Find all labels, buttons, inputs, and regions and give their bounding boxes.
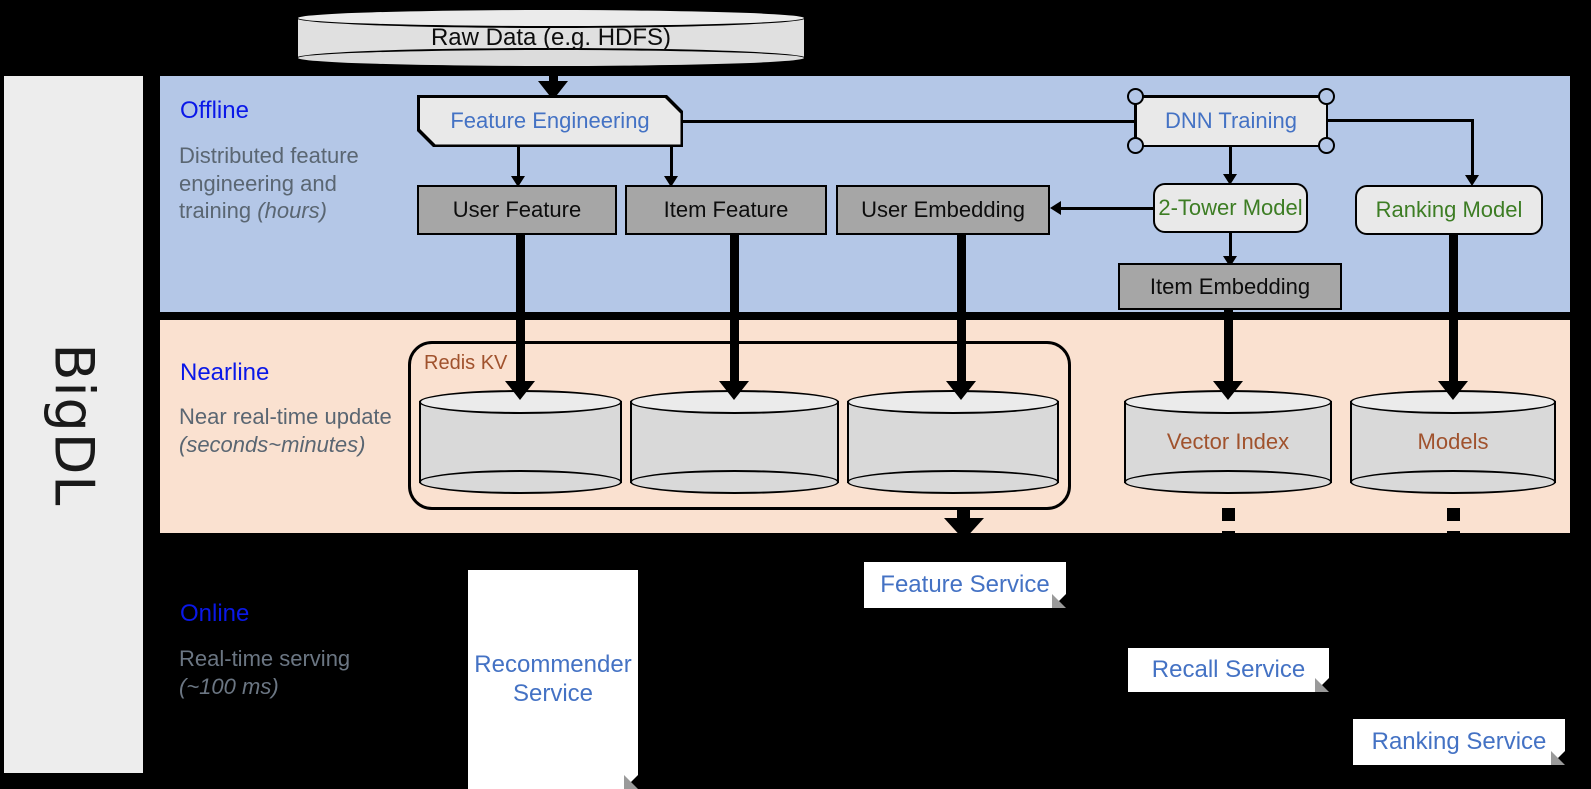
cylinder-bottom <box>630 470 839 494</box>
dash-ranking-service-2 <box>1447 531 1460 544</box>
recommender-service-node[interactable]: Recommender Service <box>468 570 638 789</box>
two-tower-model-label: 2-Tower Model <box>1158 195 1303 220</box>
dnn-training-label: DNN Training <box>1164 108 1298 133</box>
connector-userfeature-redis <box>516 235 525 386</box>
cylinder-bottom <box>1350 470 1556 494</box>
notch-corner-br <box>1318 137 1335 154</box>
redis-cylinder-1 <box>419 390 622 494</box>
dash-recall-service-2 <box>1222 531 1235 544</box>
arrowhead-feature-service <box>944 518 984 540</box>
raw-data-label: Raw Data (e.g. HDFS) <box>430 24 672 51</box>
redis-cylinder-2 <box>630 390 839 494</box>
recommender-service-label: Recommender Service <box>474 650 632 707</box>
connector-itemfeature-redis <box>730 235 739 386</box>
item-embedding-node[interactable]: Item Embedding <box>1118 263 1342 310</box>
connector-fe-itemfeature <box>670 147 673 180</box>
user-embedding-label: User Embedding <box>861 197 1025 222</box>
bigdl-sidebar: BigDL <box>4 76 143 773</box>
models-cylinder: Models <box>1350 390 1556 494</box>
connector-userembedding-redis <box>957 235 966 386</box>
arrowhead-userembedding-redis <box>946 381 976 400</box>
bigdl-label: BigDL <box>42 343 105 506</box>
arrowhead-2tower-userembedding <box>1050 201 1061 215</box>
recall-service-node[interactable]: Recall Service <box>1128 648 1329 692</box>
ranking-service-label: Ranking Service <box>1371 727 1547 755</box>
feature-service-label: Feature Service <box>880 570 1050 598</box>
online-desc-italic: (~100 ms) <box>179 673 279 699</box>
notch-corner-tr <box>1318 88 1335 105</box>
arrowhead-dnn-2tower <box>1223 174 1237 185</box>
feature-engineering-node[interactable]: Feature Engineering <box>417 95 683 147</box>
vector-index-cylinder: Vector Index <box>1124 390 1332 494</box>
online-description: Real-time serving (~100 ms) <box>179 645 394 700</box>
redis-cylinder-3 <box>847 390 1059 494</box>
online-desc-main: Real-time serving <box>179 646 351 671</box>
offline-title: Offline <box>180 97 249 124</box>
online-title: Online <box>180 600 250 627</box>
item-embedding-label: Item Embedding <box>1149 273 1311 299</box>
connector-itemembedding-vectorindex <box>1224 309 1233 387</box>
raw-data-cylinder: Raw Data (e.g. HDFS) <box>296 8 806 68</box>
offline-desc-main: Distributed feature engineering and trai… <box>179 143 359 224</box>
dnn-training-node[interactable]: DNN Training <box>1127 88 1335 154</box>
feature-service-node[interactable]: Feature Service <box>864 562 1066 608</box>
ranking-model-node[interactable]: Ranking Model <box>1355 185 1543 235</box>
ranking-model-label: Ranking Model <box>1375 197 1523 222</box>
connector-dnn-2tower <box>1229 147 1232 179</box>
notch-corner-tl <box>1127 88 1144 105</box>
connector-rankingmodel-models <box>1449 234 1458 387</box>
cylinder-top <box>296 8 806 28</box>
connector-2tower-itemembedding <box>1229 233 1232 261</box>
cylinder-bottom <box>419 470 622 494</box>
connector-fe-userfeature <box>517 147 520 180</box>
recall-service-label: Recall Service <box>1151 655 1306 683</box>
arrowhead-userfeature-redis <box>505 381 535 400</box>
connector-rawdata-fe <box>549 66 558 85</box>
arrowhead-fe-itemfeature <box>664 176 678 187</box>
nearline-desc-main: Near real-time update <box>179 404 392 429</box>
two-tower-model-node[interactable]: 2-Tower Model <box>1153 183 1308 233</box>
arrowhead-fe-userfeature <box>511 176 525 187</box>
ranking-service-node[interactable]: Ranking Service <box>1353 719 1565 765</box>
offline-description: Distributed feature engineering and trai… <box>179 142 394 225</box>
item-feature-node[interactable]: Item Feature <box>625 185 827 235</box>
notch-corner-bl <box>1127 137 1144 154</box>
arrowhead-itemfeature-redis <box>719 381 749 400</box>
dash-feature-service-1 <box>957 508 970 521</box>
arrowhead-2tower-itemembedding <box>1223 256 1237 267</box>
arrowhead-dnn-ranking <box>1465 175 1479 186</box>
dash-recall-service-1 <box>1222 508 1235 521</box>
feature-engineering-label: Feature Engineering <box>450 108 650 133</box>
redis-kv-container <box>408 341 1071 510</box>
item-feature-label: Item Feature <box>663 197 789 222</box>
connector-dnn-ranking-v <box>1471 119 1474 179</box>
dash-ranking-service-1 <box>1447 508 1460 521</box>
models-label: Models <box>1417 429 1489 454</box>
arrowhead-rankingmodel-models <box>1438 381 1468 400</box>
user-feature-label: User Feature <box>452 197 582 222</box>
nearline-description: Near real-time update (seconds~minutes) <box>179 403 394 458</box>
connector-dnn-ranking-h <box>1328 119 1474 122</box>
nearline-title: Nearline <box>180 359 270 386</box>
vector-index-label: Vector Index <box>1166 429 1290 454</box>
user-embedding-node[interactable]: User Embedding <box>836 185 1050 235</box>
offline-desc-italic: (hours) <box>257 198 327 224</box>
redis-kv-label: Redis KV <box>424 352 508 374</box>
user-feature-node[interactable]: User Feature <box>417 185 617 235</box>
connector-2tower-userembedding <box>1058 207 1153 210</box>
arrowhead-itemembedding-vectorindex <box>1213 381 1243 400</box>
nearline-desc-italic: (seconds~minutes) <box>179 431 366 457</box>
cylinder-bottom <box>847 470 1059 494</box>
cylinder-bottom <box>1124 470 1332 494</box>
connector-fe-dnn <box>683 120 1137 123</box>
